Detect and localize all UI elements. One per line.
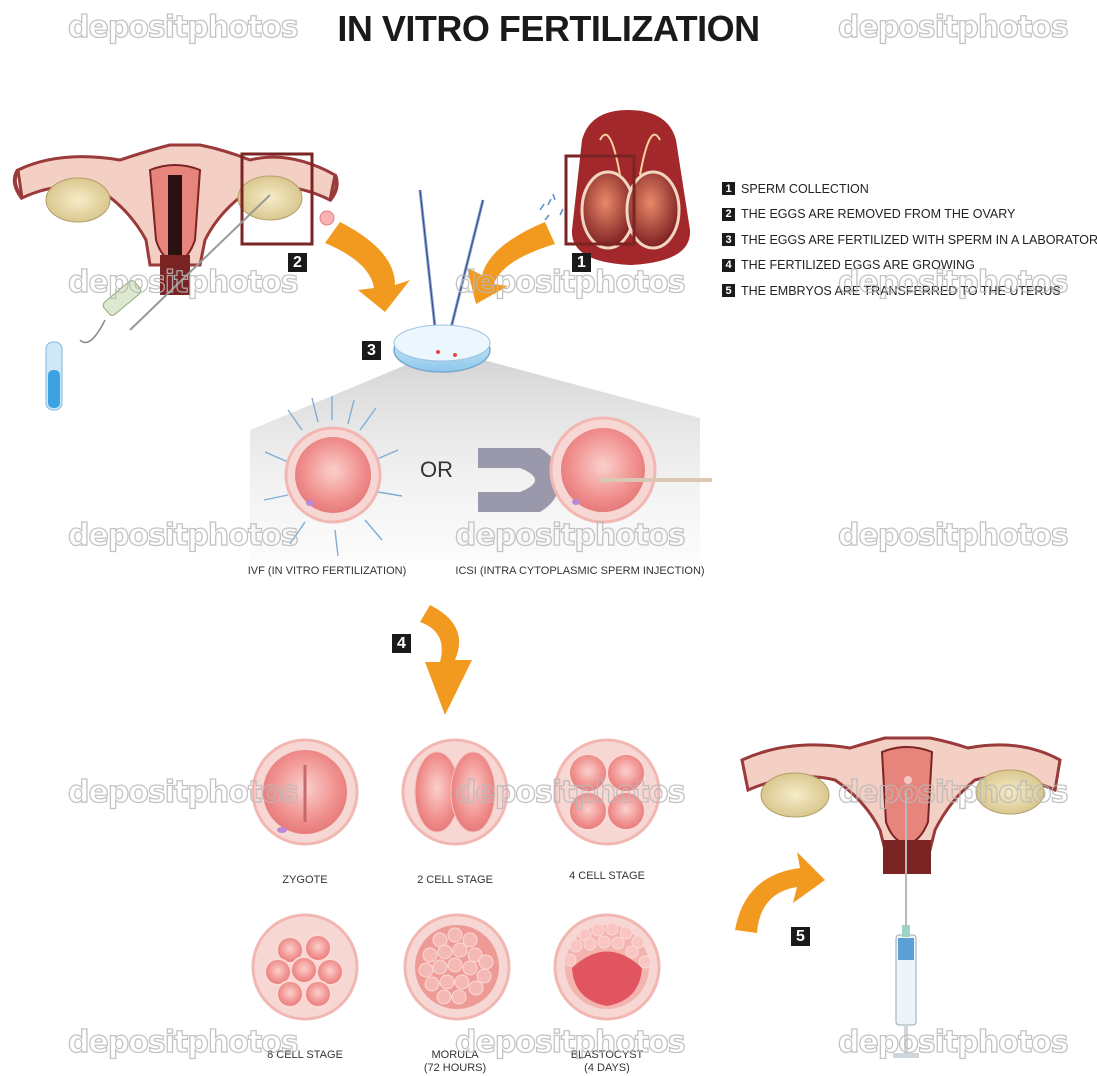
stage-label-4-cell: 4 CELL STAGE xyxy=(557,870,657,882)
step-badge-5: 5 xyxy=(791,927,810,946)
watermark: depositphotos xyxy=(838,265,1068,300)
stage-note-morula: (72 HOURS) xyxy=(405,1062,505,1074)
stage-note-blastocyst: (4 DAYS) xyxy=(557,1062,657,1074)
watermark: depositphotos xyxy=(68,1025,298,1060)
stage-label-zygote: ZYGOTE xyxy=(255,874,355,886)
watermark: depositphotos xyxy=(455,1025,685,1060)
watermark: depositphotos xyxy=(68,10,298,45)
watermark: depositphotos xyxy=(838,10,1068,45)
watermark: depositphotos xyxy=(838,518,1068,553)
step-badge-4: 4 xyxy=(392,634,411,653)
stage-label-2-cell: 2 CELL STAGE xyxy=(405,874,505,886)
watermark: depositphotos xyxy=(455,775,685,810)
watermark: depositphotos xyxy=(68,265,298,300)
icsi-label: ICSI (INTRA CYTOPLASMIC SPERM INJECTION) xyxy=(450,565,710,577)
watermark: depositphotos xyxy=(68,518,298,553)
watermark: depositphotos xyxy=(838,1025,1068,1060)
embryo-blastocyst xyxy=(555,915,659,1019)
step-badge-3: 3 xyxy=(362,341,381,360)
watermark: depositphotos xyxy=(455,265,685,300)
testes-illustration xyxy=(540,110,690,265)
ivf-label: IVF (IN VITRO FERTILIZATION) xyxy=(217,565,437,577)
watermark: depositphotos xyxy=(455,518,685,553)
embryo-morula xyxy=(405,915,509,1019)
watermark: depositphotos xyxy=(68,775,298,810)
or-label: OR xyxy=(420,457,453,483)
watermark: depositphotos xyxy=(838,775,1068,810)
embryo-8-cell xyxy=(253,915,357,1019)
